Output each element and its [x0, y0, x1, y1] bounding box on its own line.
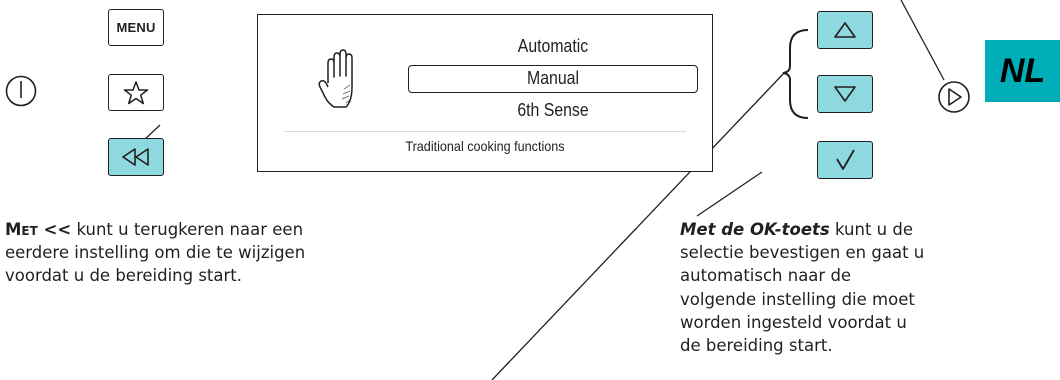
menu-button-label: MENU	[116, 20, 156, 35]
display-divider	[284, 131, 686, 132]
ok-button[interactable]	[817, 141, 873, 179]
power-icon	[5, 75, 37, 107]
back-button[interactable]	[108, 138, 164, 176]
ok-description-text: kunt u de selectie bevestigen en gaat u …	[680, 220, 925, 356]
ok-description: Met de OK-toets kunt u de selectie beves…	[680, 218, 930, 357]
double-left-arrow-icon	[122, 148, 149, 166]
menu-button[interactable]: MENU	[108, 9, 164, 46]
star-icon	[123, 80, 149, 104]
back-description-text: kunt u terugkeren naar een eerdere inste…	[5, 220, 306, 286]
option-manual[interactable]: Manual	[527, 68, 579, 88]
favorite-button[interactable]	[108, 74, 164, 111]
option-6th-sense[interactable]: 6th Sense	[517, 100, 589, 120]
play-circle-icon	[938, 81, 970, 113]
option-automatic[interactable]: Automatic	[517, 36, 589, 56]
power-button[interactable]	[4, 74, 38, 108]
leader-line-next	[900, 0, 945, 81]
language-badge: NL	[985, 40, 1060, 102]
ok-description-strong: Met de OK-toets	[680, 220, 830, 239]
next-button[interactable]	[937, 80, 971, 114]
hand-icon	[318, 49, 353, 108]
down-button[interactable]	[817, 75, 873, 113]
selection-brace	[782, 29, 809, 119]
display-screen: Automatic Manual 6th Sense Traditional c…	[257, 14, 713, 172]
checkmark-icon	[836, 149, 855, 170]
back-description: Met << kunt u terugkeren naar een eerder…	[5, 218, 335, 288]
selection-highlight	[408, 65, 698, 93]
up-button[interactable]	[817, 11, 873, 49]
triangle-up-icon	[834, 22, 856, 38]
display-footer: Traditional cooking functions	[405, 138, 565, 154]
back-description-strong: Met <<	[5, 220, 72, 239]
triangle-down-icon	[834, 86, 856, 102]
leader-line-arrows	[491, 71, 786, 380]
leader-line-ok	[696, 171, 763, 217]
